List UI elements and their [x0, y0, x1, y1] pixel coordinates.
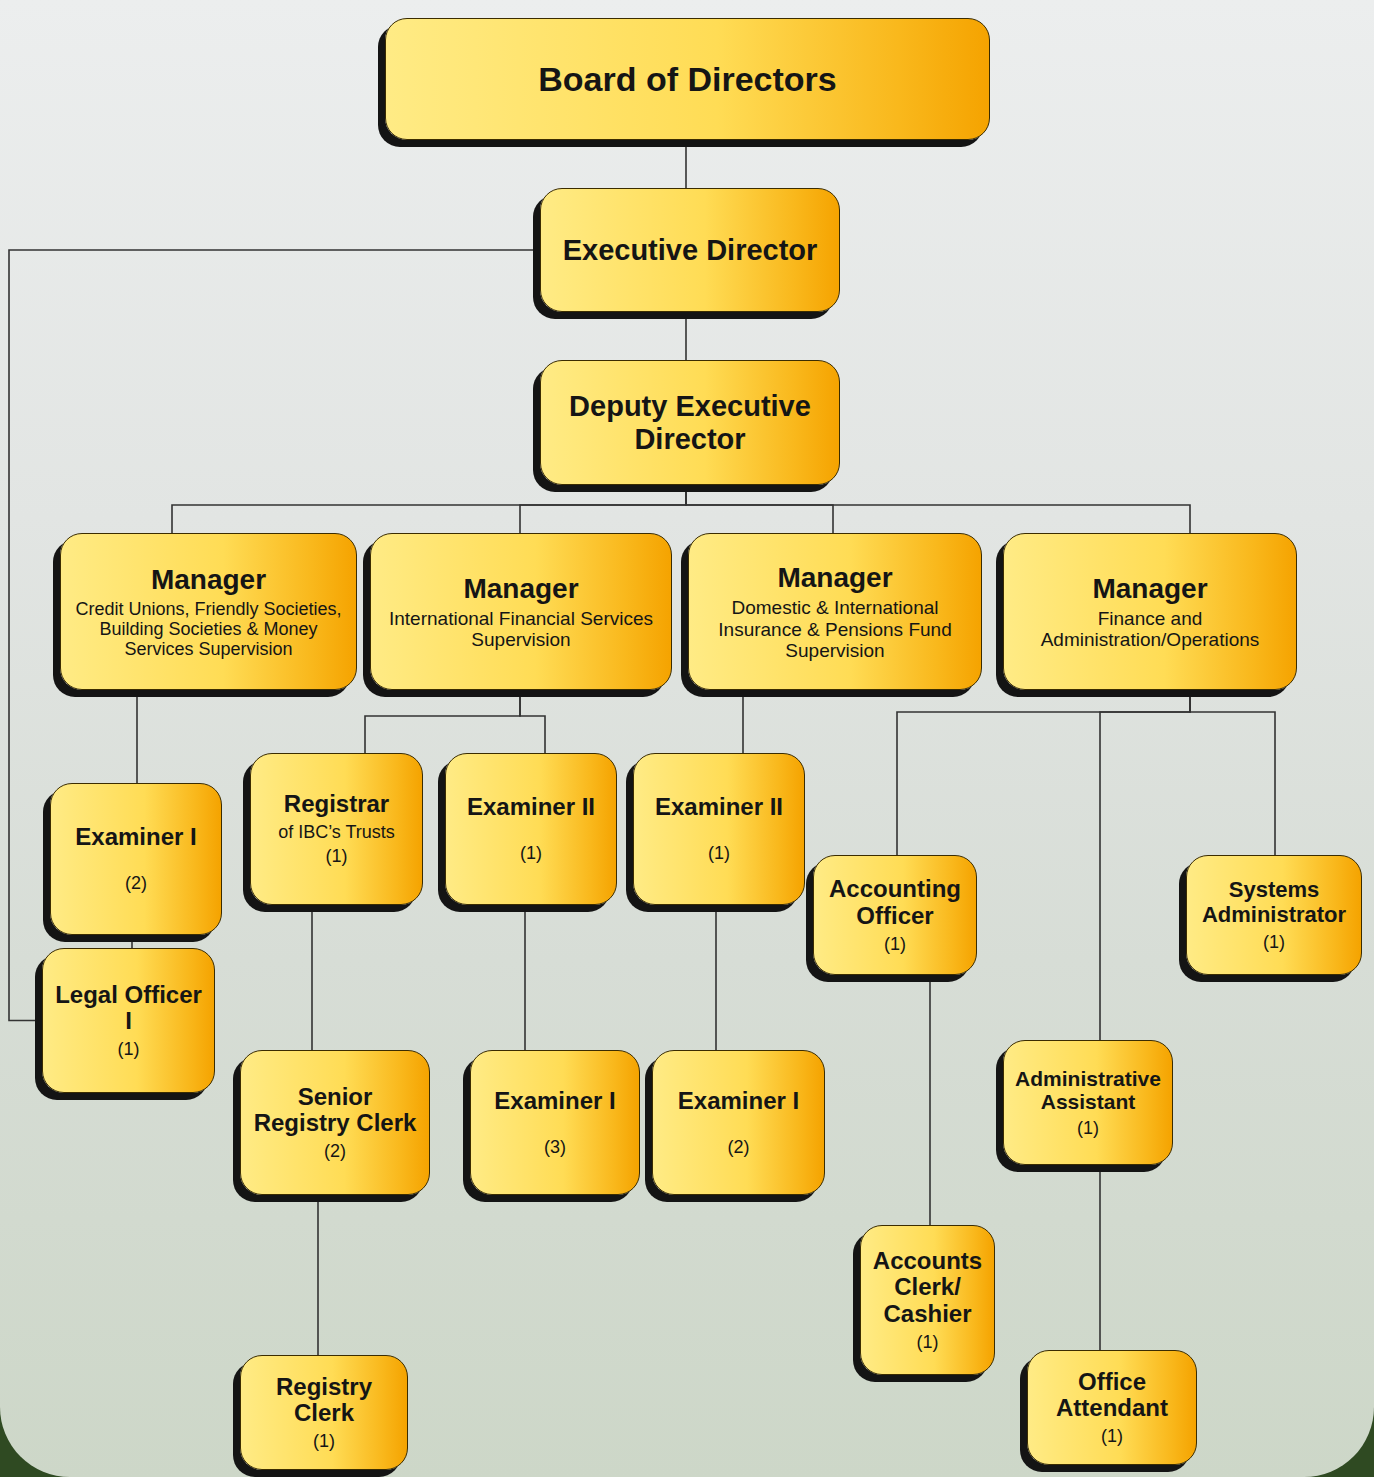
connector [897, 690, 1190, 855]
box-title: Registry Clerk [249, 1374, 399, 1428]
org-box: Senior Registry Clerk (2) [240, 1050, 430, 1195]
connector [685, 140, 687, 188]
box-title: Registrar [284, 791, 389, 818]
org-box: Legal Officer I (1) [42, 948, 215, 1093]
org-box: Office Attendant (1) [1027, 1350, 1197, 1465]
org-box: Accounting Officer (1) [813, 855, 977, 975]
org-box: Examiner II (1) [445, 753, 617, 905]
box-title: Examiner I [494, 1088, 615, 1115]
org-box: Systems Administrator (1) [1186, 855, 1362, 975]
connector [520, 485, 686, 533]
org-box: Registrar of IBC’s Trusts (1) [250, 753, 423, 905]
connector [1099, 1165, 1101, 1350]
box-title: Deputy Executive Director [549, 390, 831, 455]
connector [524, 905, 526, 1050]
box-text: Domestic & International Insurance & Pen… [697, 597, 973, 661]
connector [172, 485, 686, 533]
box-text: (1) [1263, 932, 1285, 952]
box-title: Legal Officer I [51, 982, 206, 1036]
box-text: (2) [324, 1141, 346, 1161]
connector [520, 690, 545, 753]
org-box: ManagerFinance and Administration/Operat… [1003, 533, 1297, 690]
org-box: Registry Clerk (1) [240, 1355, 408, 1470]
org-box: Accounts Clerk/ Cashier (1) [860, 1225, 995, 1375]
box-title: Office Attendant [1036, 1369, 1188, 1423]
box-title: Accounts Clerk/ Cashier [869, 1248, 986, 1329]
box-text: (2) [728, 1137, 750, 1157]
connector [1100, 690, 1190, 1040]
connector [742, 690, 744, 753]
connector [686, 485, 1190, 533]
box-text: (1) [708, 843, 730, 863]
connector [131, 935, 133, 948]
box-title: Board of Directors [538, 60, 837, 98]
connector [317, 1195, 319, 1355]
box-text: (1) [1101, 1426, 1123, 1446]
box-title: Systems Administrator [1195, 878, 1353, 927]
box-text: (1) [917, 1332, 939, 1352]
box-title: Manager [1092, 573, 1207, 604]
org-box: Deputy Executive Director [540, 360, 840, 485]
box-text: (2) [125, 873, 147, 893]
org-box: ManagerInternational Financial Services … [370, 533, 672, 690]
box-text: (1) [884, 934, 906, 954]
box-title: Manager [151, 564, 266, 595]
box-title: Administrative Assistant [1012, 1067, 1164, 1114]
box-text: (3) [544, 1137, 566, 1157]
connector [136, 690, 138, 783]
box-title: Manager [463, 573, 578, 604]
box-title: Executive Director [563, 234, 818, 266]
org-box: Executive Director [540, 188, 840, 312]
box-text: (1) [313, 1431, 335, 1451]
org-box: ManagerDomestic & International Insuranc… [688, 533, 982, 690]
org-box: Examiner I (3) [470, 1050, 640, 1195]
box-title: Examiner II [655, 794, 783, 821]
connector [686, 485, 833, 533]
box-text: of IBC’s Trusts [278, 822, 395, 842]
connector [1190, 690, 1275, 855]
connector [929, 975, 931, 1225]
box-title: Manager [777, 562, 892, 593]
org-box: Examiner I (2) [652, 1050, 825, 1195]
org-box: Administrative Assistant (1) [1003, 1040, 1173, 1165]
box-title: Accounting Officer [822, 876, 968, 930]
box-title: Senior Registry Clerk [249, 1084, 421, 1138]
connector [715, 905, 717, 1050]
org-box: Board of Directors [385, 18, 990, 140]
box-title: Examiner II [467, 794, 595, 821]
box-text: Finance and Administration/Operations [1012, 608, 1288, 651]
box-text: (1) [520, 843, 542, 863]
org-box: Examiner II (1) [633, 753, 805, 905]
org-box: Examiner I (2) [50, 783, 222, 935]
box-title: Examiner I [75, 824, 196, 851]
org-box: ManagerCredit Unions, Friendly Societies… [60, 533, 357, 690]
box-text: International Financial Services Supervi… [379, 608, 663, 651]
box-text: (1) [326, 846, 348, 866]
connector [685, 312, 687, 360]
box-text: Credit Unions, Friendly Societies, Build… [69, 599, 348, 659]
connector [365, 690, 520, 753]
box-text: (1) [118, 1039, 140, 1059]
connector [311, 905, 313, 1050]
box-title: Examiner I [678, 1088, 799, 1115]
box-text: (1) [1077, 1118, 1099, 1138]
